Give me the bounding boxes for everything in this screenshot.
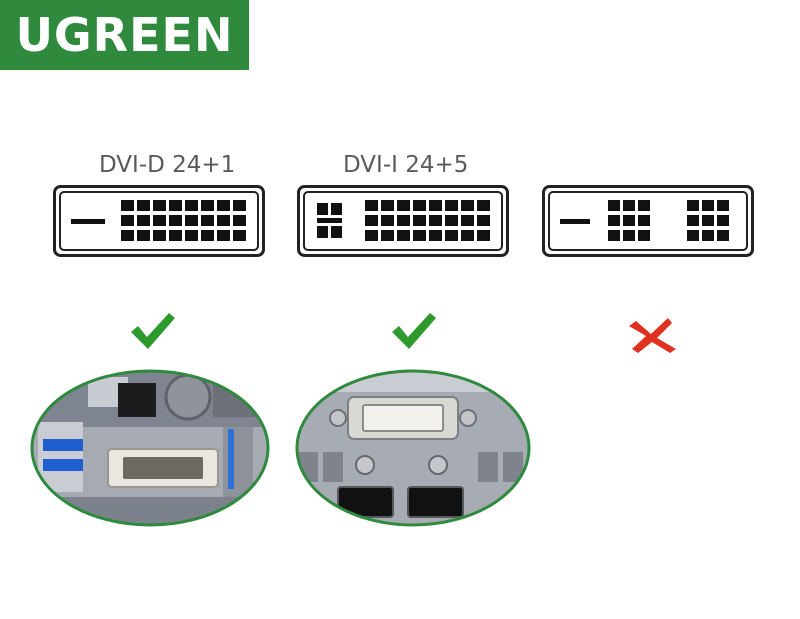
dvi-pin	[702, 215, 714, 226]
dvi-pin	[169, 200, 182, 211]
dvi-pin	[153, 230, 166, 241]
dvi-pin	[233, 230, 246, 241]
dvi-pin	[201, 230, 214, 241]
dvi-pin	[169, 230, 182, 241]
dvi-pin	[638, 230, 650, 241]
dvi-pin	[638, 200, 650, 211]
dvi-pin	[687, 215, 699, 226]
dvi-pin	[623, 200, 635, 211]
dvi-pin	[397, 200, 410, 211]
dvi-pin	[477, 215, 490, 226]
dvi-pin	[461, 215, 474, 226]
dvi-pin	[217, 215, 230, 226]
dvi-pin	[461, 200, 474, 211]
dvi-pin	[381, 200, 394, 211]
dvi-a-port-diagram	[542, 185, 754, 257]
dvi-pin	[121, 230, 134, 241]
dvi-d-port-diagram	[53, 185, 265, 257]
dvi-pin	[413, 215, 426, 226]
dvi-pin	[702, 230, 714, 241]
dvi-pin	[121, 215, 134, 226]
dvi-pin	[687, 230, 699, 241]
dvi-pin	[623, 215, 635, 226]
dvi-pin	[717, 200, 729, 211]
dvi-pin	[397, 215, 410, 226]
dvi-pin	[608, 215, 620, 226]
dvi-pin	[687, 200, 699, 211]
check-icon	[392, 313, 436, 349]
dvi-pin	[185, 230, 198, 241]
dvi-pin	[445, 230, 458, 241]
dvi-pin	[397, 230, 410, 241]
dvi-pin	[153, 200, 166, 211]
dvi-pin	[365, 230, 378, 241]
dvi-d-label: DVI-D 24+1	[99, 152, 236, 178]
dvi-pin	[702, 200, 714, 211]
dvi-pin	[169, 215, 182, 226]
dvi-pin	[365, 215, 378, 226]
dvi-pin	[233, 215, 246, 226]
dvi-pin	[153, 215, 166, 226]
dvi-pin	[185, 200, 198, 211]
dvi-pin	[381, 230, 394, 241]
dvi-pin	[201, 215, 214, 226]
dvi-pin	[121, 200, 134, 211]
dvi-pin	[413, 230, 426, 241]
dvi-pin	[365, 200, 378, 211]
dvi-pin	[623, 230, 635, 241]
dvi-pin	[217, 200, 230, 211]
cross-icon	[629, 318, 676, 353]
dvi-pin	[445, 215, 458, 226]
dvi-pin	[477, 230, 490, 241]
check-icon	[131, 313, 175, 349]
dvi-pin	[429, 200, 442, 211]
dvi-i-port-diagram	[297, 185, 509, 257]
dvi-pin	[608, 230, 620, 241]
motherboard-photo	[30, 369, 270, 527]
dvi-pin	[477, 200, 490, 211]
dvi-pin	[185, 215, 198, 226]
dvi-pin	[217, 230, 230, 241]
dvi-pin	[201, 200, 214, 211]
dvi-i-label: DVI-I 24+5	[343, 152, 469, 178]
dvi-pin	[429, 215, 442, 226]
dvi-pin	[638, 215, 650, 226]
dvi-pin	[137, 215, 150, 226]
dvi-pin	[381, 215, 394, 226]
dvi-pin	[461, 230, 474, 241]
dvi-pin	[429, 230, 442, 241]
dvi-pin	[413, 200, 426, 211]
dvi-pin	[608, 200, 620, 211]
dvi-pin	[717, 230, 729, 241]
graphics-card-photo	[295, 369, 531, 527]
ugreen-logo: UGREEN	[0, 0, 249, 70]
dvi-pin	[445, 200, 458, 211]
dvi-pin	[717, 215, 729, 226]
brand-name: UGREEN	[15, 8, 234, 62]
dvi-pin	[137, 200, 150, 211]
dvi-pin	[233, 200, 246, 211]
dvi-pin	[137, 230, 150, 241]
